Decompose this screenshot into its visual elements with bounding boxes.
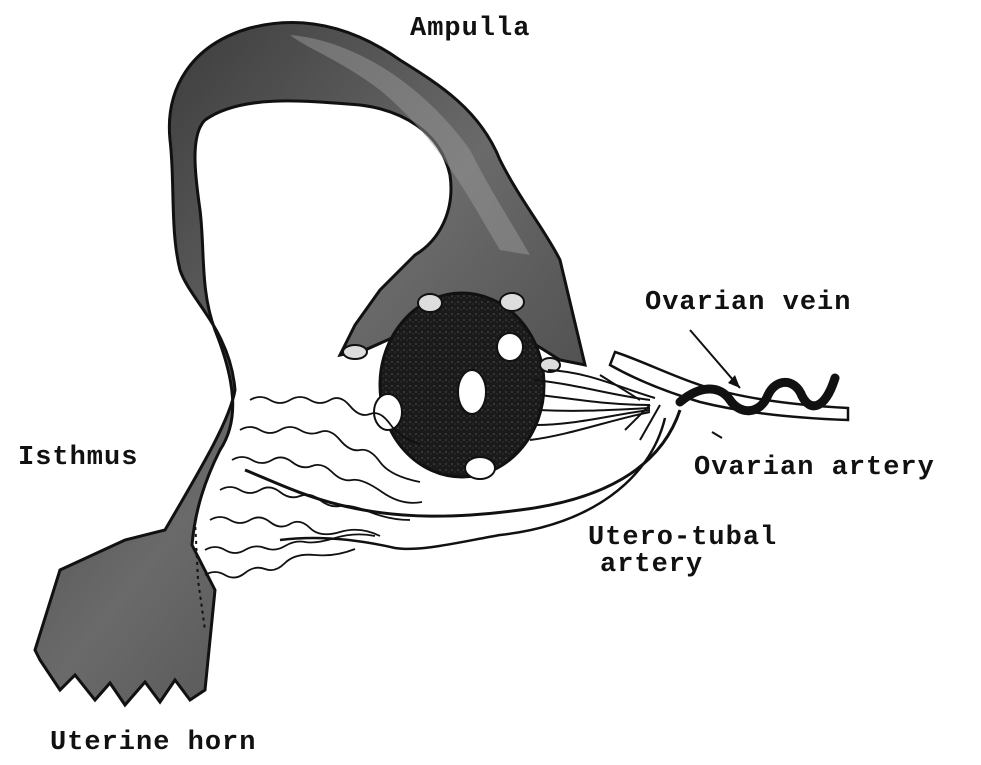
follicle [497, 333, 523, 361]
follicle [458, 370, 486, 414]
follicle [343, 345, 367, 359]
follicle [418, 294, 442, 312]
ovarian-vessels [530, 370, 655, 440]
follicle [465, 457, 495, 479]
label-ovarian-artery: Ovarian artery [694, 455, 935, 482]
label-utero-tubal-line2: artery [600, 552, 703, 579]
label-ampulla: Ampulla [410, 16, 530, 43]
label-utero-tubal-line1: Utero-tubal [588, 525, 777, 552]
follicle [374, 394, 402, 430]
label-ovarian-vein: Ovarian vein [645, 290, 851, 317]
label-uterine-horn: Uterine horn [50, 730, 256, 757]
ovarian-artery-pointer [712, 432, 722, 438]
isthmic-branches [205, 397, 422, 578]
follicle [500, 293, 524, 311]
label-isthmus: Isthmus [18, 445, 138, 472]
